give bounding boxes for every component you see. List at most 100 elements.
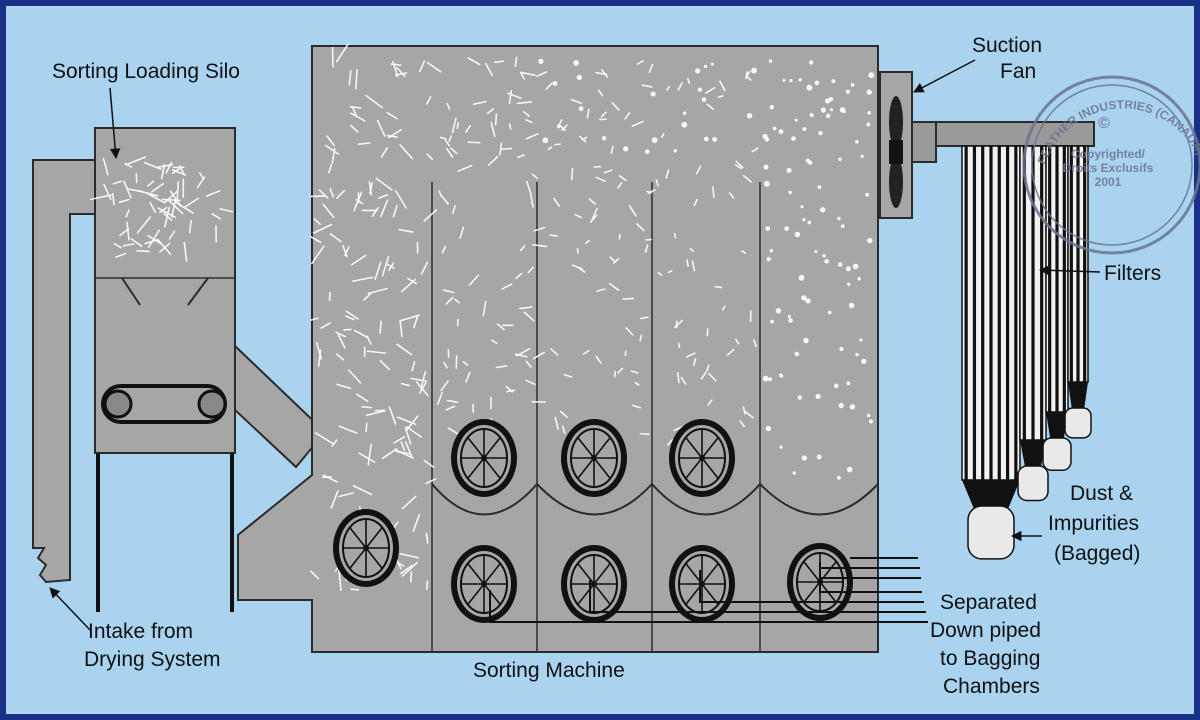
- feather-particle: [622, 297, 635, 300]
- filter-bags: [961, 145, 1092, 560]
- dust-particle: [802, 127, 807, 132]
- feather-particle: [472, 100, 487, 106]
- feather-particle: [735, 160, 744, 169]
- dust-particle: [814, 249, 818, 253]
- feather-particle: [451, 117, 457, 134]
- silo-label: Sorting Loading Silo: [52, 60, 240, 83]
- dust-particle: [840, 224, 845, 229]
- feather-particle: [707, 399, 713, 406]
- feather-particle: [167, 199, 184, 215]
- feather-particle: [639, 334, 643, 342]
- dust-particle: [787, 315, 791, 319]
- feather-particle: [500, 147, 513, 151]
- feather-particle: [446, 399, 459, 404]
- dust-particle: [703, 64, 708, 69]
- feather-particle: [344, 315, 355, 321]
- feather-particle: [164, 189, 179, 203]
- feather-particle: [338, 569, 342, 592]
- feather-particle: [691, 260, 696, 272]
- dust-particle: [801, 295, 807, 301]
- feather-particle: [533, 351, 545, 360]
- dust-particle: [866, 89, 872, 95]
- dust-particle: [791, 136, 796, 141]
- feather-particle: [459, 226, 465, 240]
- dust-particle: [860, 154, 864, 158]
- feather-particle: [399, 144, 414, 160]
- feather-particle: [310, 317, 319, 321]
- feather-particle: [211, 213, 222, 220]
- dust-particle: [779, 445, 783, 449]
- feather-particle: [136, 216, 152, 234]
- feather-particle: [379, 320, 382, 335]
- feather-particle: [352, 484, 373, 496]
- feather-particle: [441, 245, 447, 254]
- feather-particle: [508, 123, 512, 130]
- dust-particle: [538, 58, 544, 65]
- dust-particle: [855, 352, 859, 357]
- dust-particle: [673, 149, 678, 153]
- feather-particle: [680, 376, 687, 385]
- feather-particle: [436, 391, 444, 406]
- feather-particle: [525, 118, 533, 124]
- feather-particle: [613, 370, 617, 378]
- dust-particle: [801, 455, 807, 461]
- feather-particle: [550, 348, 559, 356]
- feather-particle: [648, 63, 654, 73]
- feather-particle: [126, 221, 130, 241]
- down-pipes: [489, 557, 928, 623]
- feather-particle: [595, 176, 606, 182]
- dust-label-line3: (Bagged): [1054, 542, 1140, 565]
- feather-particle: [457, 164, 473, 173]
- machine-label: Sorting Machine: [473, 659, 625, 682]
- feather-particle: [353, 191, 363, 212]
- feather-particle: [355, 198, 364, 205]
- feather-particle: [585, 239, 590, 244]
- dust-particle: [769, 104, 775, 110]
- feather-particle: [745, 75, 752, 81]
- feather-particle: [89, 194, 113, 201]
- feather-particle: [553, 197, 561, 207]
- feather-particle: [597, 89, 604, 97]
- feather-particle: [381, 448, 398, 460]
- feather-particle: [644, 244, 649, 253]
- feather-particle: [388, 262, 395, 271]
- feather-particle: [467, 141, 481, 144]
- feather-particle: [635, 223, 645, 232]
- feather-particle: [366, 350, 387, 354]
- dust-particle: [697, 87, 703, 92]
- feather-particle: [161, 198, 181, 202]
- dust-particle: [859, 338, 863, 342]
- feather-particle: [462, 361, 469, 366]
- feather-particle: [413, 314, 419, 329]
- dust-particle: [846, 466, 853, 473]
- sorting-wheel: [333, 509, 399, 587]
- filter-bag: [961, 145, 1021, 560]
- feather-particle: [625, 327, 634, 336]
- feather-particle: [631, 120, 644, 127]
- dust-particle: [842, 110, 846, 114]
- feather-particle: [630, 370, 639, 374]
- feather-particle: [493, 60, 504, 64]
- feather-particle: [499, 142, 503, 156]
- sorting-machine-body: [237, 45, 879, 653]
- feather-particle: [708, 372, 717, 382]
- feather-particle: [465, 371, 471, 383]
- dust-particle: [788, 190, 792, 195]
- dust-particle: [866, 413, 871, 418]
- feather-particle: [525, 379, 536, 386]
- feather-particle: [318, 189, 329, 199]
- feather-particle: [415, 381, 429, 397]
- feather-particle: [516, 101, 533, 105]
- feather-particle: [527, 266, 534, 274]
- feather-particle: [440, 380, 449, 392]
- feather-particle: [448, 135, 453, 142]
- feather-particle: [532, 243, 548, 248]
- feather-particle: [335, 43, 349, 63]
- feather-particle: [385, 262, 395, 270]
- sorting-wheel: [451, 419, 517, 497]
- feather-particle: [329, 188, 335, 198]
- feather-particle: [426, 153, 434, 161]
- feather-particle: [446, 103, 451, 110]
- feather-particle: [125, 209, 130, 218]
- feather-particle: [453, 298, 461, 304]
